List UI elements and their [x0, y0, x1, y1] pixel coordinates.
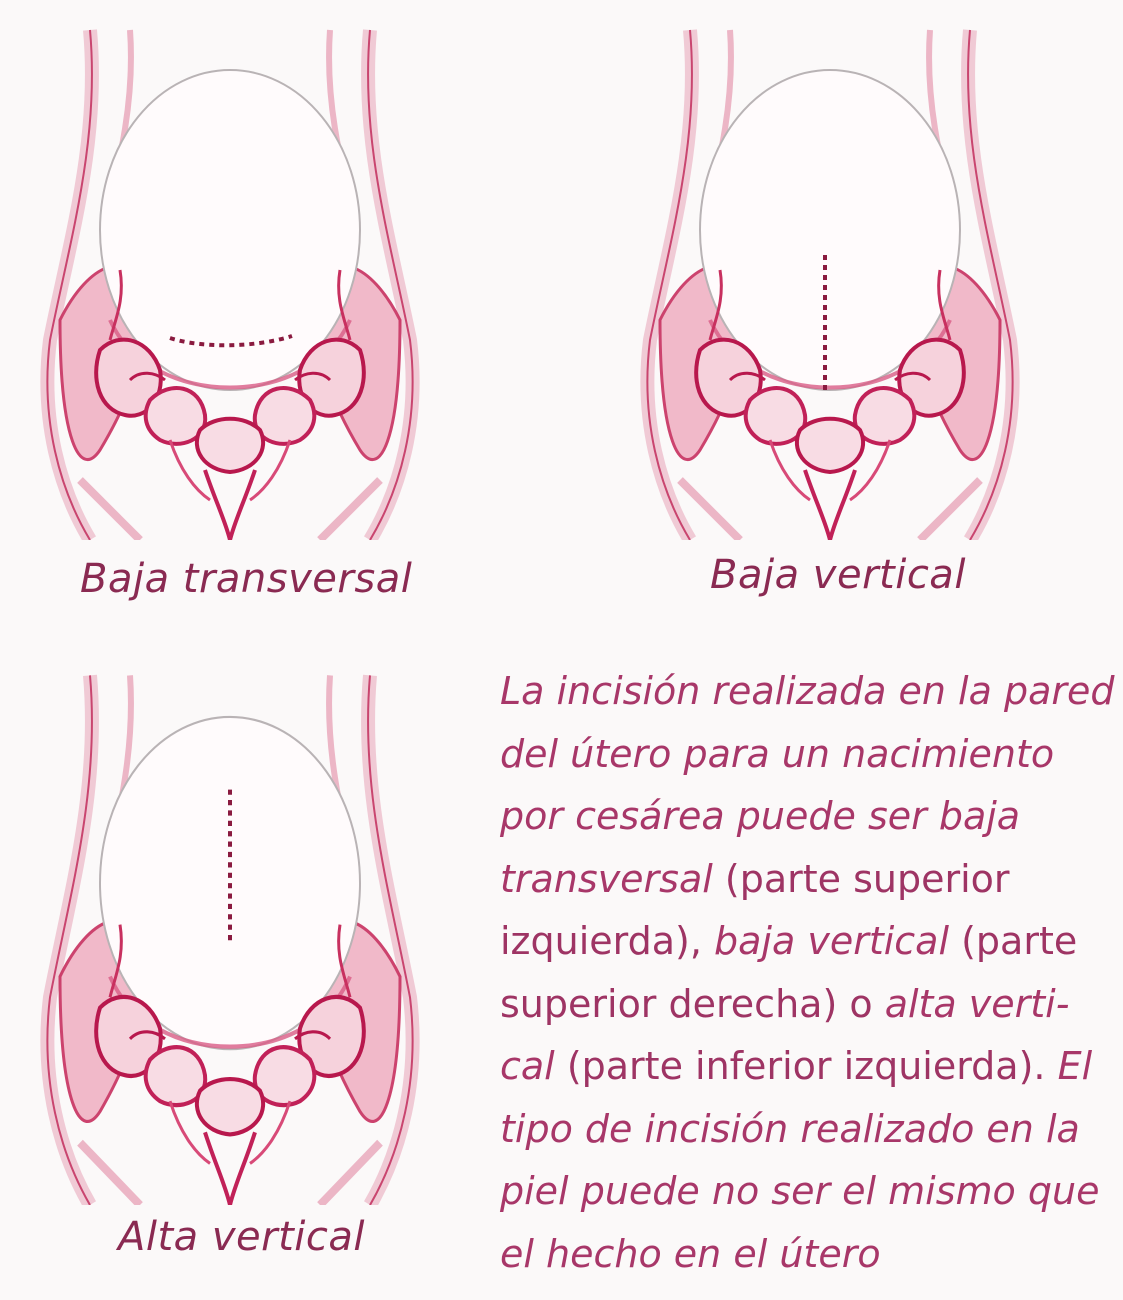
caption-line: el hecho en el útero	[500, 1223, 1110, 1286]
figure-low-vertical	[630, 20, 1030, 540]
caption-line: por cesárea puede ser baja	[500, 785, 1110, 848]
caption-line: tipo de incisión realizado en la	[500, 1098, 1110, 1161]
pelvis-illustration	[647, 30, 1012, 540]
caption-span: (parte	[949, 919, 1077, 963]
caption-span: (parte inferior izquierda).	[555, 1044, 1058, 1088]
caption-span: (parte superior	[713, 857, 1010, 901]
caption-line: transversal (parte superior	[500, 848, 1110, 911]
caption-line: cal (parte inferior izquierda). El	[500, 1035, 1110, 1098]
caption-span: El	[1058, 1044, 1093, 1088]
caption-line: del útero para un nacimiento	[500, 723, 1110, 786]
caption-text: La incisión realizada en la pared del út…	[500, 660, 1110, 1285]
caption-span: superior derecha) o	[500, 982, 885, 1026]
caption-span: cal	[500, 1044, 555, 1088]
caption-line: piel puede no ser el mismo que	[500, 1160, 1110, 1223]
caption-line: izquierda), baja vertical (parte	[500, 910, 1110, 973]
caption-span: transversal	[500, 857, 713, 901]
label-high-vertical: Alta vertical	[118, 1214, 365, 1260]
label-low-transverse: Baja transversal	[80, 556, 412, 602]
caption-line: superior derecha) o alta verti-	[500, 973, 1110, 1036]
caption-span: alta verti-	[885, 982, 1070, 1026]
caption-span: izquierda),	[500, 919, 714, 963]
caption-span: baja vertical	[714, 919, 949, 963]
label-low-vertical: Baja vertical	[710, 552, 966, 598]
figure-high-vertical	[30, 665, 430, 1205]
pelvis-illustration	[47, 30, 412, 540]
caption-line: La incisión realizada en la pared	[500, 660, 1110, 723]
figure-low-transverse	[30, 20, 430, 540]
